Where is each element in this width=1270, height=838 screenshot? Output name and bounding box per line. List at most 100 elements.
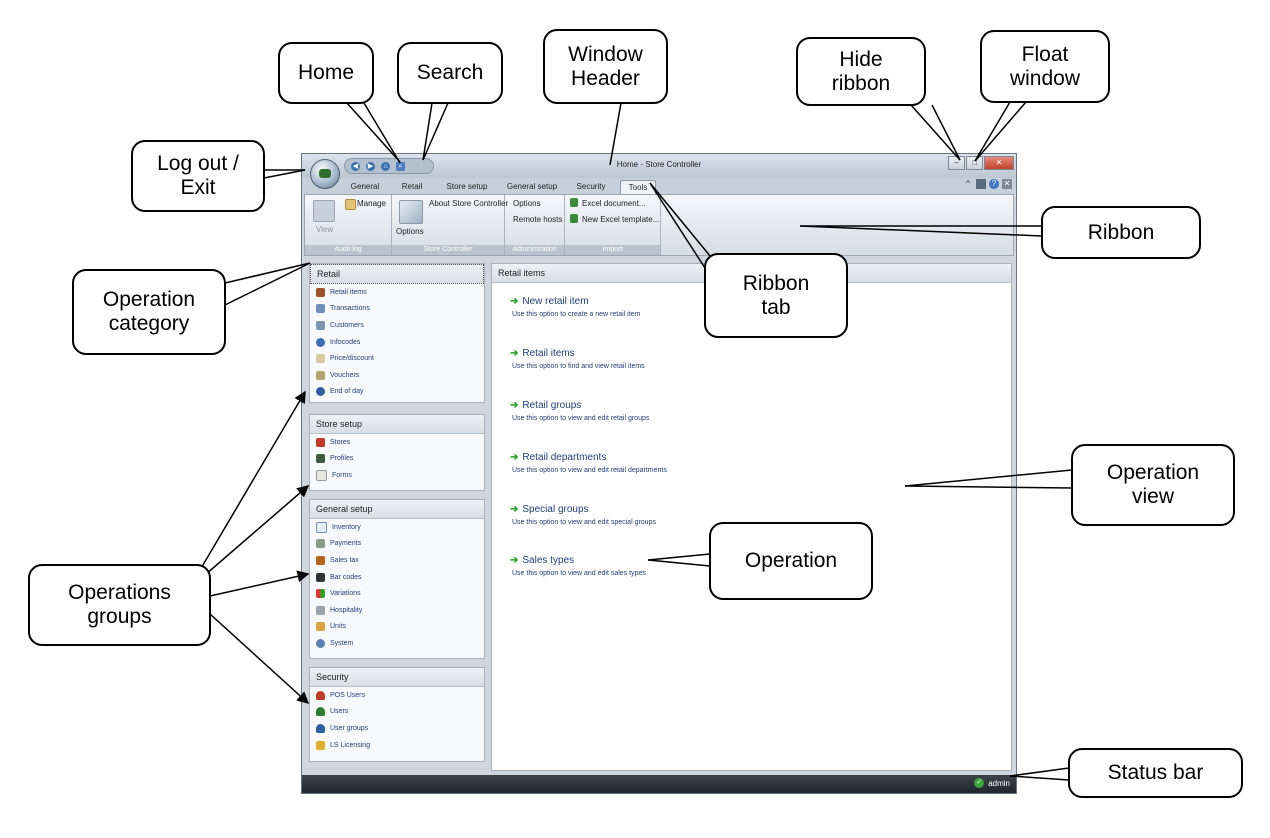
window-title: Home - Store Controller bbox=[616, 160, 702, 169]
sidebar-item-ls-licensing[interactable]: LS Licensing bbox=[310, 737, 484, 754]
arrow-right-icon: ➔ bbox=[510, 400, 519, 411]
operation-special-groups[interactable]: ➔Special groups Use this option to view … bbox=[510, 504, 656, 526]
manage-button[interactable]: Manage bbox=[357, 199, 386, 208]
application-menu-button[interactable] bbox=[310, 159, 340, 189]
sidebar-item-variations[interactable]: Variations bbox=[310, 585, 484, 602]
admin-options-button[interactable]: Options bbox=[513, 199, 541, 208]
voucher-icon bbox=[316, 370, 325, 380]
sidebar-item-price-discount[interactable]: Price/discount bbox=[310, 350, 484, 367]
forward-icon[interactable]: ▶ bbox=[366, 161, 375, 171]
sidebar-item-hospitality[interactable]: Hospitality bbox=[310, 602, 484, 619]
arrow-right-icon: ➔ bbox=[510, 296, 519, 307]
sidebar-item-label: System bbox=[330, 639, 354, 647]
customers-icon bbox=[316, 320, 325, 330]
user-group-icon bbox=[316, 723, 325, 733]
sidebar-item-bar-codes[interactable]: Bar codes bbox=[310, 569, 484, 586]
operation-description: Use this option to view and edit retail … bbox=[512, 467, 667, 474]
sidebar-item-label: Users bbox=[330, 708, 349, 716]
status-bar: ✓ admin bbox=[302, 775, 1016, 793]
float-window-icon[interactable] bbox=[976, 179, 986, 189]
ribbon-group-administration: Options Remote hosts Administration bbox=[505, 195, 565, 255]
sidebar-item-users[interactable]: Users bbox=[310, 704, 484, 721]
stores-icon bbox=[316, 437, 325, 447]
ribbon-tabs: General Retail Store setup General setup… bbox=[302, 178, 1016, 195]
tab-security[interactable]: Security bbox=[576, 182, 606, 191]
forms-icon bbox=[316, 469, 327, 481]
sidebar-item-sales-tax[interactable]: Sales tax bbox=[310, 552, 484, 569]
ribbon-group-store-controller: Options About Store Controller Store Con… bbox=[392, 195, 509, 255]
ribbon: View Manage Audit log Options About Stor… bbox=[304, 194, 1014, 256]
sidebar-item-label: End of day bbox=[330, 388, 364, 396]
sidebar-item-transactions[interactable]: Transactions bbox=[310, 301, 484, 318]
tab-general[interactable]: General bbox=[350, 182, 380, 191]
sidebar-item-retail-items[interactable]: Retail items bbox=[310, 284, 484, 301]
callout-operation-category: Operation category bbox=[72, 269, 226, 355]
window-header[interactable]: ◀ ▶ ⌂ ⌕ Home - Store Controller – □ ✕ bbox=[302, 154, 1016, 178]
ribbon-group-audit-log: View Manage Audit log bbox=[305, 195, 392, 255]
user-icon bbox=[316, 707, 325, 717]
sidebar-item-pos-users[interactable]: POS Users bbox=[310, 687, 484, 704]
sidebar-item-infocodes[interactable]: Infocodes bbox=[310, 334, 484, 351]
sidebar-item-label: Stores bbox=[330, 438, 351, 446]
callout-status-bar: Status bar bbox=[1068, 748, 1243, 798]
tab-general-setup[interactable]: General setup bbox=[506, 182, 558, 191]
operation-sales-types[interactable]: ➔Sales types Use this option to view and… bbox=[510, 555, 646, 577]
operation-retail-groups[interactable]: ➔Retail groups Use this option to view a… bbox=[510, 400, 649, 422]
info-icon bbox=[316, 337, 325, 347]
minimize-button[interactable]: – bbox=[948, 156, 965, 170]
tab-store-setup[interactable]: Store setup bbox=[446, 182, 488, 191]
status-user[interactable]: ✓ admin bbox=[974, 778, 1010, 788]
operation-retail-items[interactable]: ➔Retail items Use this option to find an… bbox=[510, 348, 645, 370]
operation-description: Use this option to view and edit retail … bbox=[512, 415, 650, 422]
sidebar-item-inventory[interactable]: Inventory bbox=[310, 519, 484, 536]
options-button[interactable]: Options bbox=[396, 227, 424, 236]
search-icon[interactable]: ⌕ bbox=[396, 161, 405, 171]
operation-title[interactable]: Special groups bbox=[522, 504, 589, 515]
callout-operation-view: Operation view bbox=[1071, 444, 1235, 526]
home-icon[interactable]: ⌂ bbox=[381, 161, 390, 171]
sidebar-item-vouchers[interactable]: Vouchers bbox=[310, 367, 484, 384]
sidebar-item-customers[interactable]: Customers bbox=[310, 317, 484, 334]
help-icon[interactable]: ? bbox=[989, 179, 999, 189]
excel-document-button[interactable]: Excel document... bbox=[582, 199, 646, 208]
sidebar-item-label: Infocodes bbox=[330, 338, 361, 346]
new-excel-template-button[interactable]: New Excel template... bbox=[582, 215, 660, 224]
sidebar-item-units[interactable]: Units bbox=[310, 619, 484, 636]
sidebar-item-profiles[interactable]: Profiles bbox=[310, 451, 484, 468]
sidebar-item-payments[interactable]: Payments bbox=[310, 536, 484, 553]
sidebar-item-label: Forms bbox=[332, 471, 352, 479]
sidebar-item-forms[interactable]: Forms bbox=[310, 467, 484, 484]
about-store-controller-button[interactable]: About Store Controller bbox=[429, 199, 509, 208]
sidebar-item-system[interactable]: System bbox=[310, 635, 484, 652]
view-button[interactable]: View bbox=[316, 225, 334, 234]
sidebar-item-stores[interactable]: Stores bbox=[310, 434, 484, 451]
panel-header[interactable]: Store setup bbox=[310, 415, 484, 434]
sidebar-item-end-of-day[interactable]: End of day bbox=[310, 384, 484, 401]
operation-new-retail-item[interactable]: ➔New retail item Use this option to crea… bbox=[510, 296, 640, 318]
callout-operation: Operation bbox=[709, 522, 873, 600]
operation-retail-departments[interactable]: ➔Retail departments Use this option to v… bbox=[510, 452, 667, 474]
tab-retail[interactable]: Retail bbox=[401, 182, 423, 191]
options-icon bbox=[399, 200, 423, 224]
maximize-button[interactable]: □ bbox=[966, 156, 983, 170]
operation-category-header[interactable]: Retail bbox=[310, 264, 484, 284]
clock-icon bbox=[316, 387, 325, 397]
operation-title[interactable]: Retail groups bbox=[522, 400, 582, 411]
ribbon-group-label: Administration bbox=[505, 245, 564, 255]
panel-header[interactable]: General setup bbox=[310, 500, 484, 519]
close-document-icon[interactable]: ✕ bbox=[1002, 179, 1012, 189]
sidebar-item-user-groups[interactable]: User groups bbox=[310, 720, 484, 737]
callout-search: Search bbox=[397, 42, 503, 104]
hide-ribbon-icon[interactable]: ^ bbox=[966, 179, 970, 188]
operation-title[interactable]: Sales types bbox=[522, 555, 575, 566]
operation-title[interactable]: Retail departments bbox=[522, 452, 607, 463]
tab-tools[interactable]: Tools bbox=[620, 180, 656, 195]
close-button[interactable]: ✕ bbox=[984, 156, 1014, 170]
sidebar-item-label: Retail items bbox=[330, 288, 367, 296]
operation-title[interactable]: Retail items bbox=[522, 348, 575, 359]
remote-hosts-button[interactable]: Remote hosts bbox=[513, 215, 563, 224]
operation-title[interactable]: New retail item bbox=[522, 296, 589, 307]
panel-header[interactable]: Security bbox=[310, 668, 484, 687]
back-icon[interactable]: ◀ bbox=[351, 161, 360, 171]
ribbon-group-label: Store Controller bbox=[392, 245, 504, 255]
